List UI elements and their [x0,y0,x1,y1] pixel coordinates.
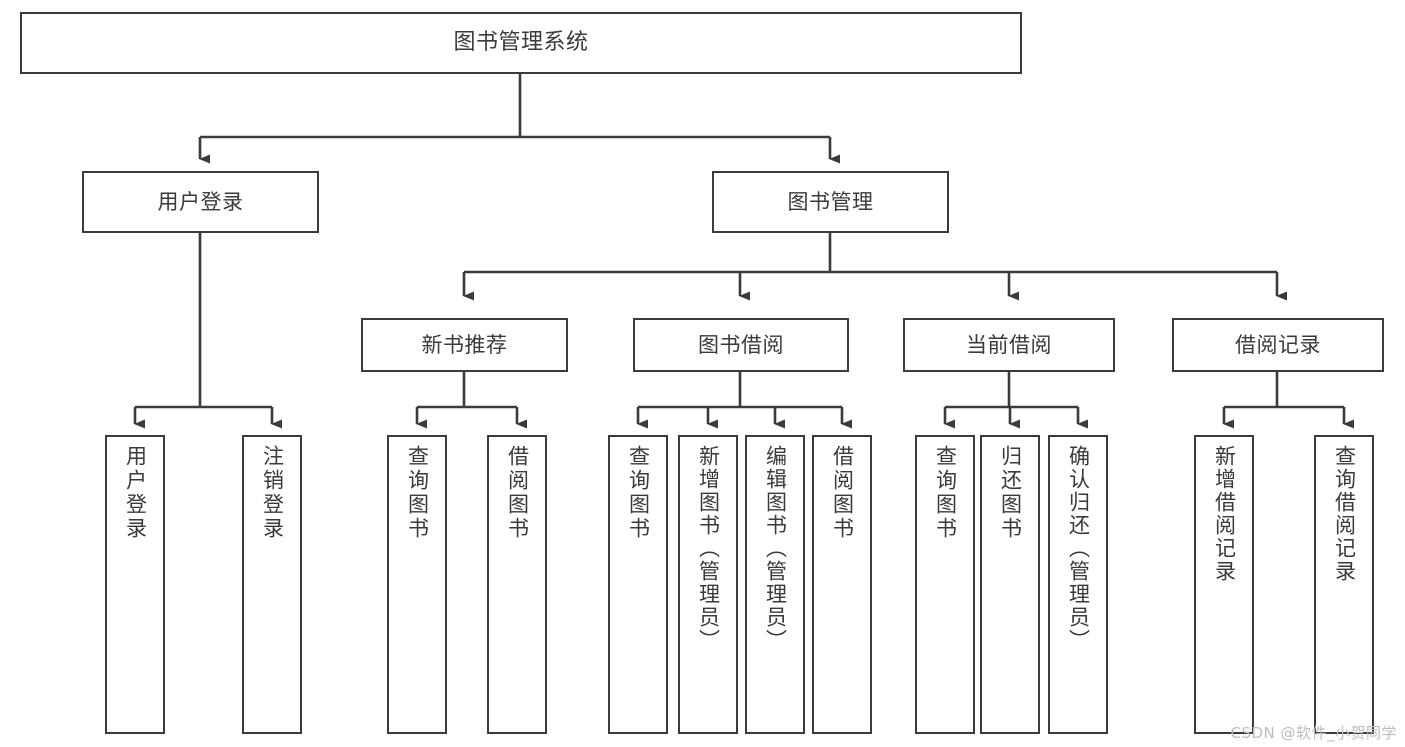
leaf-borrow-book-new-book-rec[interactable]: 借阅图书 [487,435,547,734]
leaf-query-book-new-book-rec[interactable]: 查询图书 [387,435,447,734]
leaf-user-login[interactable]: 用户登录 [105,435,165,734]
node-book-borrowing[interactable]: 图书借阅 [633,318,849,372]
watermark-text: CSDN @软件_小贺同学 [1230,724,1397,742]
leaf-logout-login[interactable]: 注销登录 [242,435,302,734]
node-label: 用户登录 [123,445,148,541]
node-label: 图书管理 [787,189,874,214]
node-label: 编辑图书（管理员） [763,445,788,652]
node-root-book-management-system[interactable]: 图书管理系统 [20,12,1022,74]
leaf-add-borrow-record[interactable]: 新增借阅记录 [1194,435,1254,734]
node-label: 借阅记录 [1235,332,1321,357]
node-borrowing-record[interactable]: 借阅记录 [1172,318,1384,372]
node-label: 查询图书 [626,445,651,541]
node-label: 新增借阅记录 [1212,445,1237,583]
leaf-return-book[interactable]: 归还图书 [980,435,1040,734]
node-user-login[interactable]: 用户登录 [82,171,319,233]
leaf-query-book-current-borrow[interactable]: 查询图书 [915,435,975,734]
node-label: 查询借阅记录 [1332,445,1357,583]
node-label: 注销登录 [260,445,285,541]
node-label: 确认归还（管理员） [1066,445,1091,652]
node-label: 用户登录 [157,189,244,214]
node-label: 当前借阅 [966,332,1052,357]
leaf-query-book-borrowing[interactable]: 查询图书 [608,435,668,734]
leaf-add-book-admin[interactable]: 新增图书（管理员） [678,435,738,734]
node-label: 查询图书 [933,445,958,541]
node-book-management[interactable]: 图书管理 [712,171,949,233]
node-label: 查询图书 [405,445,430,541]
node-label: 图书管理系统 [453,30,589,56]
node-label: 新增图书（管理员） [696,445,721,652]
node-current-borrowing[interactable]: 当前借阅 [903,318,1115,372]
node-label: 新书推荐 [421,332,508,357]
leaf-borrow-book-borrowing[interactable]: 借阅图书 [812,435,872,734]
leaf-edit-book-admin[interactable]: 编辑图书（管理员） [745,435,805,734]
node-label: 归还图书 [998,445,1023,541]
leaf-confirm-return-admin[interactable]: 确认归还（管理员） [1048,435,1108,734]
node-label: 借阅图书 [505,445,530,541]
node-label: 图书借阅 [698,332,784,357]
leaf-query-borrow-record[interactable]: 查询借阅记录 [1314,435,1374,734]
node-new-book-recommendation[interactable]: 新书推荐 [361,318,568,372]
node-label: 借阅图书 [830,445,855,541]
